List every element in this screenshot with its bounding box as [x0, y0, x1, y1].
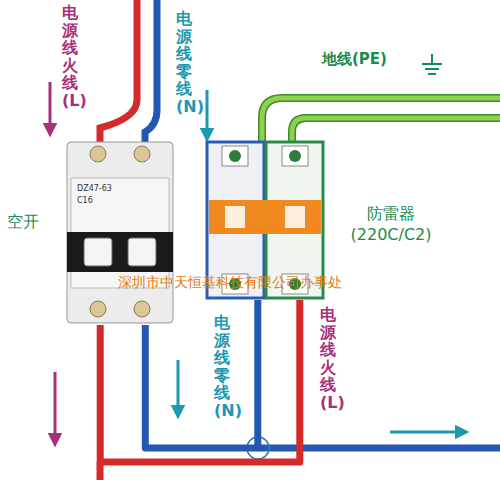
breaker-toggle-band [67, 232, 173, 272]
earth-wire [262, 98, 500, 142]
spd-terminal [282, 146, 308, 166]
flow-arrow [390, 431, 462, 434]
flow-arrow [54, 372, 57, 440]
device-marking: C16 [77, 196, 93, 205]
spd-terminal [222, 146, 248, 166]
flow-arrow [206, 90, 209, 135]
wire-label: 地线(PE) [322, 50, 387, 69]
circuit-breaker: 空开DZ47-63C16 [65, 140, 175, 325]
flow-arrow [49, 82, 52, 130]
earth-wire-outline [262, 98, 500, 142]
earth-wire-outline [292, 118, 500, 142]
device-marking: DZ47-63 [77, 184, 112, 193]
earth-wire [292, 118, 500, 142]
live-wire-in [100, 0, 137, 142]
device-label: 空开 [7, 212, 39, 233]
terminal-screw [90, 146, 106, 162]
terminal-screw [229, 150, 241, 162]
watermark: 深圳市中天恒基科技有限公司办事处 [118, 274, 342, 292]
spd-indicator-band [209, 200, 321, 234]
device-outline [65, 140, 175, 325]
device-label: 防雷器 (220C/C2) [343, 204, 439, 246]
terminal-screw [134, 146, 150, 162]
spd-window [225, 206, 245, 228]
breaker-lever [84, 238, 112, 266]
neutral-wire-out [258, 445, 500, 452]
terminal-screw [289, 150, 301, 162]
ground-symbol [422, 54, 442, 74]
neutral-wire-in [145, 0, 157, 142]
wire-label: 电源线火线(L) [62, 4, 78, 110]
spd-window [285, 206, 305, 228]
terminal-screw [90, 301, 106, 317]
wire-connector [100, 300, 300, 462]
wire-label: 电源线火线(L) [320, 306, 336, 412]
wire-label: 电源线零线(N) [214, 314, 230, 420]
breaker-lever [128, 238, 156, 266]
breaker-body [67, 142, 173, 323]
terminal-screw [134, 301, 150, 317]
wire-label: 电源线零线(N) [176, 10, 192, 116]
flow-arrow [177, 360, 180, 412]
